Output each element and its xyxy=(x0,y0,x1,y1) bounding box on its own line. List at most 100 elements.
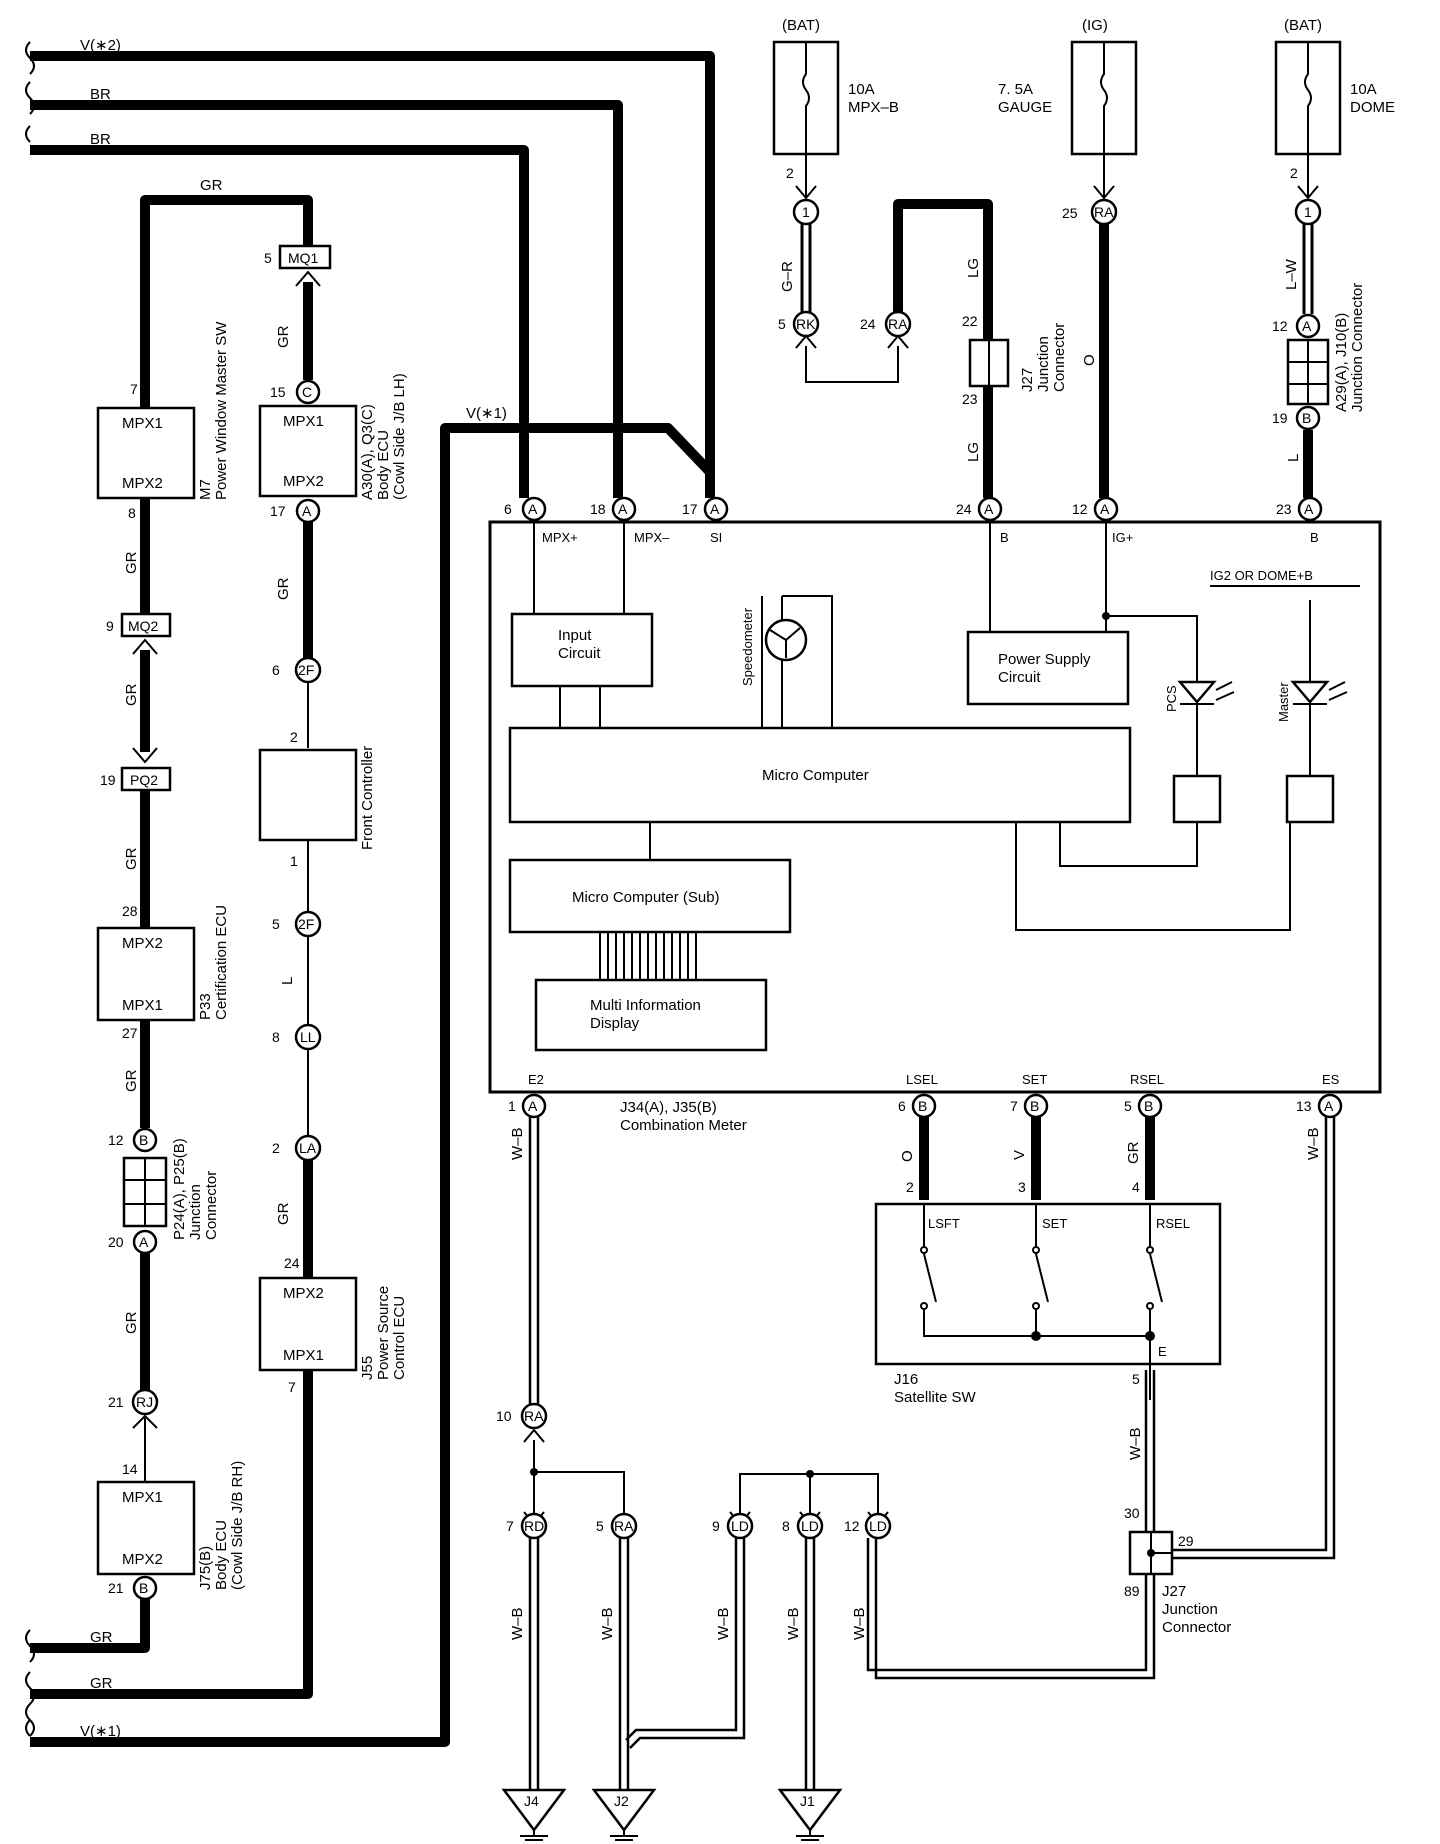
j75-sub: (Cowl Side J/B RH) xyxy=(229,1461,246,1590)
wire-label-gr-2f: GR xyxy=(275,577,292,600)
fuse-mpxb-rating: 10A xyxy=(848,81,875,98)
fuse-dome-name: DOME xyxy=(1350,99,1395,116)
wire-label-gr-j55-out: GR xyxy=(90,1675,113,1692)
meter-conn-a-1-label: A xyxy=(528,1098,538,1114)
p24-id: P24(A), P25(B) xyxy=(171,1138,188,1240)
pin-15: 15 xyxy=(270,384,286,400)
ground-j4: J4 xyxy=(501,1788,567,1841)
pin-24-ra: 24 xyxy=(860,316,876,332)
connector-ll-label: LL xyxy=(300,1029,316,1045)
p33-pin-bot: 27 xyxy=(122,1025,138,1041)
connector-ra-bottom xyxy=(610,1512,638,1540)
connector-ld-12-label: LD xyxy=(869,1518,887,1534)
j75-body-ecu xyxy=(96,1480,196,1576)
wire-label-wb-ld9: W–B xyxy=(715,1607,732,1640)
a30-id: A30(A), Q3(C) xyxy=(359,404,376,500)
connector-ld-12 xyxy=(864,1512,892,1540)
pin-5-ra-bottom: 5 xyxy=(596,1518,604,1534)
connector-1-dome-label: 1 xyxy=(1304,204,1312,220)
connector-mq1 xyxy=(278,244,332,270)
wire-label-gr-rj: GR xyxy=(123,1311,140,1334)
j55-mpx1: MPX1 xyxy=(283,1347,324,1364)
j16-pin-2: 2 xyxy=(906,1179,914,1195)
a30-name: Body ECU xyxy=(375,430,392,500)
ground-j2-label: J2 xyxy=(614,1793,629,1809)
wire-label-lg-top: LG xyxy=(965,258,982,278)
j75-name: Body ECU xyxy=(213,1520,230,1590)
meter-conn-a-17-label: A xyxy=(710,501,720,517)
micro-computer-sub-label: Micro Computer (Sub) xyxy=(572,889,720,906)
meter-input-label2: Circuit xyxy=(558,645,601,662)
meter-terminal-es: ES xyxy=(1322,1072,1340,1087)
connector-mq2 xyxy=(120,612,172,638)
wire-label-v2: V(∗2) xyxy=(80,37,121,54)
micro-computer-label: Micro Computer xyxy=(762,767,869,784)
j16-set: SET xyxy=(1042,1216,1067,1231)
j16-name: Satellite SW xyxy=(894,1389,977,1406)
a29-id: A29(A), J10(B) xyxy=(1333,313,1350,412)
j75-pin-top: 14 xyxy=(122,1461,138,1477)
wire-label-wb-j2: W–B xyxy=(599,1607,616,1640)
meter-pin-23: 23 xyxy=(1276,501,1292,517)
m7-mpx1: MPX1 xyxy=(122,415,163,432)
pin-19-pq2: 19 xyxy=(100,772,116,788)
p24-name: Junction xyxy=(187,1184,204,1240)
pin-10-ra: 10 xyxy=(496,1408,512,1424)
wire-label-l-ll: L xyxy=(279,977,296,985)
meter-conn-a-24-label: A xyxy=(984,501,994,517)
wire-br-2 xyxy=(30,145,529,498)
pin-5-2f: 5 xyxy=(272,916,280,932)
meter-power-label: Power Supply xyxy=(998,651,1091,668)
j27-bot-pin-89: 89 xyxy=(1124,1583,1140,1599)
j55-power-source-ecu xyxy=(258,1276,358,1372)
j75-mpx1: MPX1 xyxy=(122,1489,163,1506)
ground-j1-label: J1 xyxy=(800,1793,815,1809)
wire-label-wb-es: W–B xyxy=(1305,1127,1322,1160)
meter-pin-24: 24 xyxy=(956,501,972,517)
meter-name: Combination Meter xyxy=(620,1117,747,1134)
fuse-mpxb-pin: 2 xyxy=(786,165,794,181)
wire-label-gr-r: G–R xyxy=(779,261,796,292)
a30-mpx2: MPX2 xyxy=(283,473,324,490)
wire-gr-loop xyxy=(140,195,313,408)
meter-micro-computer xyxy=(508,726,1132,824)
meter-input-circuit xyxy=(510,612,654,688)
meter-pin-b6: 6 xyxy=(898,1098,906,1114)
wire-v2-top xyxy=(30,51,715,498)
j27-top-sub: Connector xyxy=(1051,323,1068,392)
j75-id: J75(B) xyxy=(197,1546,214,1590)
meter-terminal-b: B xyxy=(1000,530,1009,545)
wire-label-wb-e2: W–B xyxy=(509,1127,526,1160)
fuse-gauge-rating: 7. 5A xyxy=(998,81,1033,98)
j55-id: J55 xyxy=(359,1356,376,1380)
wire-label-wb-j16: W–B xyxy=(1127,1427,1144,1460)
meter-power-supply-circuit xyxy=(966,630,1130,706)
connector-2f-top-label: 2F xyxy=(298,662,314,678)
meter-terminal-e2: E2 xyxy=(528,1072,544,1087)
ground-j1: J1 xyxy=(777,1788,843,1841)
j55-pin-bot: 7 xyxy=(288,1379,296,1395)
meter-pin-13: 13 xyxy=(1296,1098,1312,1114)
connector-la-label: LA xyxy=(299,1140,317,1156)
meter-conn-b-6-label: B xyxy=(918,1098,927,1114)
meter-pin-b7: 7 xyxy=(1010,1098,1018,1114)
wire-label-gr-rsel: GR xyxy=(1125,1141,1142,1164)
meter-terminal-lsel: LSEL xyxy=(906,1072,938,1087)
pin-5-mq1: 5 xyxy=(264,250,272,266)
meter-conn-a-13-label: A xyxy=(1324,1098,1334,1114)
wire-label-v1-top: V(∗1) xyxy=(466,405,507,422)
j55-mpx2: MPX2 xyxy=(283,1285,324,1302)
pin-12-ld: 12 xyxy=(844,1518,860,1534)
connector-mq2-label: MQ2 xyxy=(128,618,159,634)
speedometer-label: Speedometer xyxy=(740,607,755,686)
p33-id: P33 xyxy=(197,993,214,1020)
pcs-led-icon xyxy=(1177,680,1217,704)
master-driver-box xyxy=(1285,774,1335,824)
meter-pin-17: 17 xyxy=(682,501,698,517)
connector-ld-8 xyxy=(796,1512,824,1540)
j16-e: E xyxy=(1158,1344,1167,1359)
m7-id: M7 xyxy=(197,479,214,500)
j27-bot-id: J27 xyxy=(1162,1583,1186,1600)
master-led-icon xyxy=(1290,680,1330,704)
pcs-label: PCS xyxy=(1164,685,1179,712)
